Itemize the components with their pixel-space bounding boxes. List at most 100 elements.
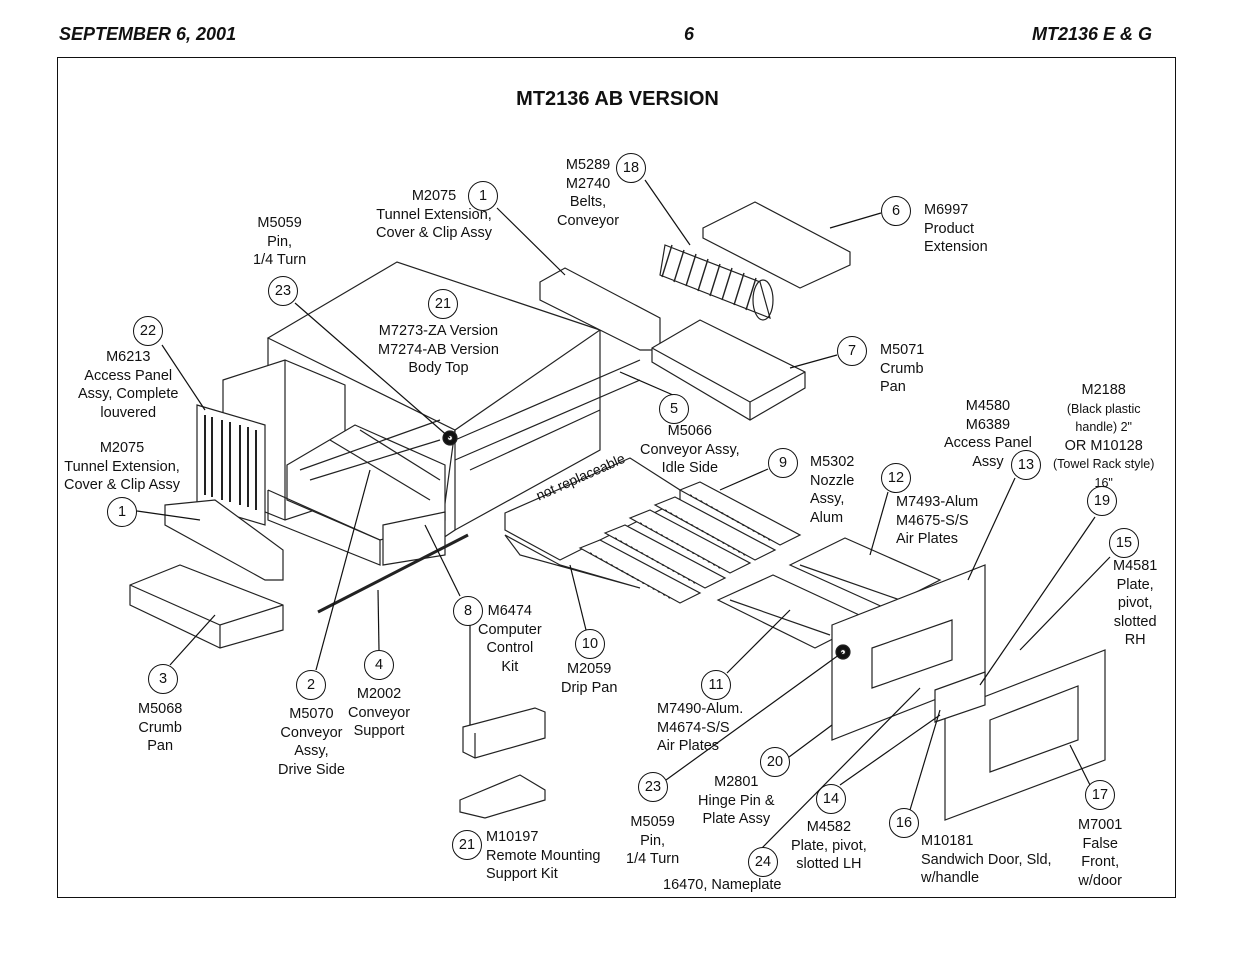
callout-line: M5070 (289, 706, 334, 722)
callout-number-c6: 6 (881, 196, 911, 226)
callout-line: Conveyor Assy, (640, 441, 740, 458)
callout-line: M2075 (411, 188, 457, 204)
callout-line: Idle Side (661, 460, 719, 476)
leader-lines (136, 179, 1111, 849)
callout-number-c16: 16 (889, 808, 919, 838)
callout-line: 1/4 Turn (626, 851, 680, 867)
callout-line: M2059 (567, 661, 612, 677)
callout-line: 1/4 Turn (253, 252, 307, 268)
callout-line: Control (486, 640, 534, 656)
callout-line: OR M10128 (1064, 437, 1143, 454)
callout-line: Pin, (640, 832, 666, 849)
callout-number-c12: 12 (881, 463, 911, 493)
callout-line: Product (924, 220, 974, 237)
callout-line: M5289 (565, 157, 611, 173)
callout-line: Hinge Pin & (698, 792, 775, 809)
callout-line: Tunnel Extension, (64, 458, 180, 475)
callout-number-c19: 19 (1087, 486, 1117, 516)
conveyor-belt-roll-drawing (659, 244, 774, 321)
callout-number-c1b: 1 (107, 497, 137, 527)
callout-number-c13: 13 (1011, 450, 1041, 480)
callout-line: M7493-Alum (896, 494, 979, 510)
callout-line: Conveyor (280, 724, 343, 741)
callout-line: Nozzle (810, 472, 855, 489)
callout-line: M7273-ZA Version (378, 323, 499, 339)
callout-number-c3: 3 (148, 664, 178, 694)
callout-line: Crumb (880, 360, 924, 377)
callout-line: Access Panel (944, 435, 1032, 451)
callout-line: handle) 2" (1075, 420, 1132, 434)
callout-line: Air Plates (657, 738, 720, 754)
callout-number-c14: 14 (816, 784, 846, 814)
callout-number-c17: 17 (1085, 780, 1115, 810)
callout-line: Access Panel (84, 367, 173, 384)
callout-line: Front, (1081, 854, 1120, 870)
nozzle-assemblies-drawing (578, 481, 802, 604)
callout-line: Pan (880, 379, 906, 395)
callout-line: M2740 (565, 175, 611, 192)
callout-line: M4675-S/S (896, 512, 969, 529)
callout-line: Pan (147, 738, 174, 754)
crumb-pan-right-drawing (651, 319, 806, 421)
callout-number-c1a: 1 (468, 181, 498, 211)
callout-line: Tunnel Extension, (376, 206, 492, 223)
diagram-frame (57, 57, 1176, 898)
remote-mounting-support-drawing (459, 774, 546, 819)
callout-line: Support Kit (486, 866, 558, 882)
callout-line: slotted (1113, 613, 1157, 630)
callout-line: Assy, (294, 743, 329, 759)
callout-number-c21a: 21 (428, 289, 458, 319)
callout-line: Assy, Complete (78, 386, 179, 402)
callout-line: Plate, pivot, (791, 837, 867, 854)
callout-line: M7274-AB Version (378, 341, 499, 358)
callout-line: Assy (972, 453, 1004, 470)
callout-line: M4674-S/S (657, 719, 730, 736)
callout-line: M6213 (106, 349, 151, 365)
callout-line: Body Top (408, 360, 469, 376)
callout-line: M4581 (1113, 558, 1158, 574)
callout-line: M6997 (924, 202, 969, 218)
callout-line: M10181 (921, 833, 974, 849)
callout-line: slotted LH (796, 856, 862, 872)
header-model: MT2136 E & G (1032, 24, 1153, 44)
callout-number-c15: 15 (1109, 528, 1139, 558)
callout-number-c22: 22 (133, 316, 163, 346)
crumb-pan-left-drawing (129, 564, 284, 649)
callout-line: Cover & Clip Assy (64, 477, 181, 493)
callout-number-c20: 20 (760, 747, 790, 777)
callout-line: M4580 (965, 398, 1011, 414)
callout-line: RH (1124, 632, 1146, 648)
callout-number-c2: 2 (296, 670, 326, 700)
header-date: SEPTEMBER 6, 2001 (59, 24, 237, 44)
callout-number-c23b: 23 (638, 772, 668, 802)
callout-line: Remote Mounting (486, 847, 601, 864)
callout-line: M5066 (667, 423, 712, 439)
callout-line: M6389 (965, 416, 1011, 433)
product-extension-drawing (702, 201, 851, 289)
computer-control-drawing (462, 707, 546, 759)
callout-line: 16" (1094, 475, 1113, 490)
callout-number-c4: 4 (364, 650, 394, 680)
callout-line: Crumb (138, 719, 182, 736)
callout-line: Extension (924, 239, 988, 255)
callout-line: 16470, Nameplate (663, 877, 782, 893)
diagram-title: MT2136 AB VERSION (516, 88, 719, 110)
callout-line: M2188 (1081, 382, 1126, 398)
callout-line: M6474 (487, 603, 532, 619)
callout-line: Computer (478, 621, 542, 638)
access-panel-drawing (196, 404, 266, 526)
callout-line: Cover & Clip Assy (376, 225, 493, 241)
